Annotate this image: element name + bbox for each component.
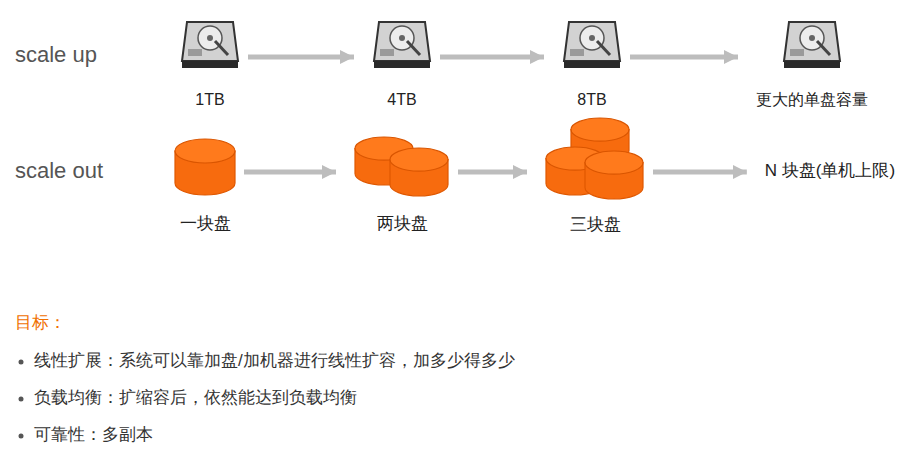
section-heading: 目标： xyxy=(15,313,66,333)
bullet-dot xyxy=(19,360,24,365)
cylinder-icon xyxy=(545,117,645,201)
row-title: scale up xyxy=(15,42,97,68)
arrow-connector xyxy=(630,55,738,60)
hard-disk: 4TB xyxy=(370,18,434,109)
cylinder-icon xyxy=(354,136,450,198)
bullet-text: 负载均衡：扩缩容后，依然能达到负载均衡 xyxy=(34,388,357,408)
node-label: 更大的单盘容量 xyxy=(756,90,868,109)
arrow-connector xyxy=(458,170,527,175)
arrow-connector xyxy=(248,55,354,60)
disk-stack: 三块盘 xyxy=(543,117,647,235)
hard-disk-icon xyxy=(372,18,432,70)
node-label: 两块盘 xyxy=(377,214,428,234)
bullet-dot xyxy=(19,397,24,402)
arrow-connector xyxy=(244,170,336,175)
hard-disk-icon xyxy=(782,18,842,70)
hard-disk-icon xyxy=(562,18,622,70)
cylinder-icon xyxy=(174,138,236,196)
bullet-text: 可靠性：多副本 xyxy=(34,425,153,445)
hard-disk-icon xyxy=(180,18,240,70)
hard-disk: 8TB xyxy=(560,18,624,109)
node-label: 一块盘 xyxy=(180,214,231,234)
disk-stack: 一块盘 xyxy=(172,138,238,234)
hard-disk: 更大的单盘容量 xyxy=(754,18,870,109)
bullet-dot xyxy=(19,434,24,439)
arrow-connector xyxy=(653,170,747,175)
row-title: scale out xyxy=(15,158,103,184)
arrow-connector xyxy=(440,55,544,60)
node-label: N 块盘(单机上限) xyxy=(765,161,895,181)
node-label: 4TB xyxy=(387,90,416,109)
hard-disk: 1TB xyxy=(178,18,242,109)
node-label: 三块盘 xyxy=(570,215,621,235)
bullet-text: 线性扩展：系统可以靠加盘/加机器进行线性扩容，加多少得多少 xyxy=(34,351,515,371)
node-label: 1TB xyxy=(195,90,224,109)
node-label: 8TB xyxy=(577,90,606,109)
text-node: N 块盘(单机上限) xyxy=(763,161,897,181)
disk-stack: 两块盘 xyxy=(352,136,452,234)
